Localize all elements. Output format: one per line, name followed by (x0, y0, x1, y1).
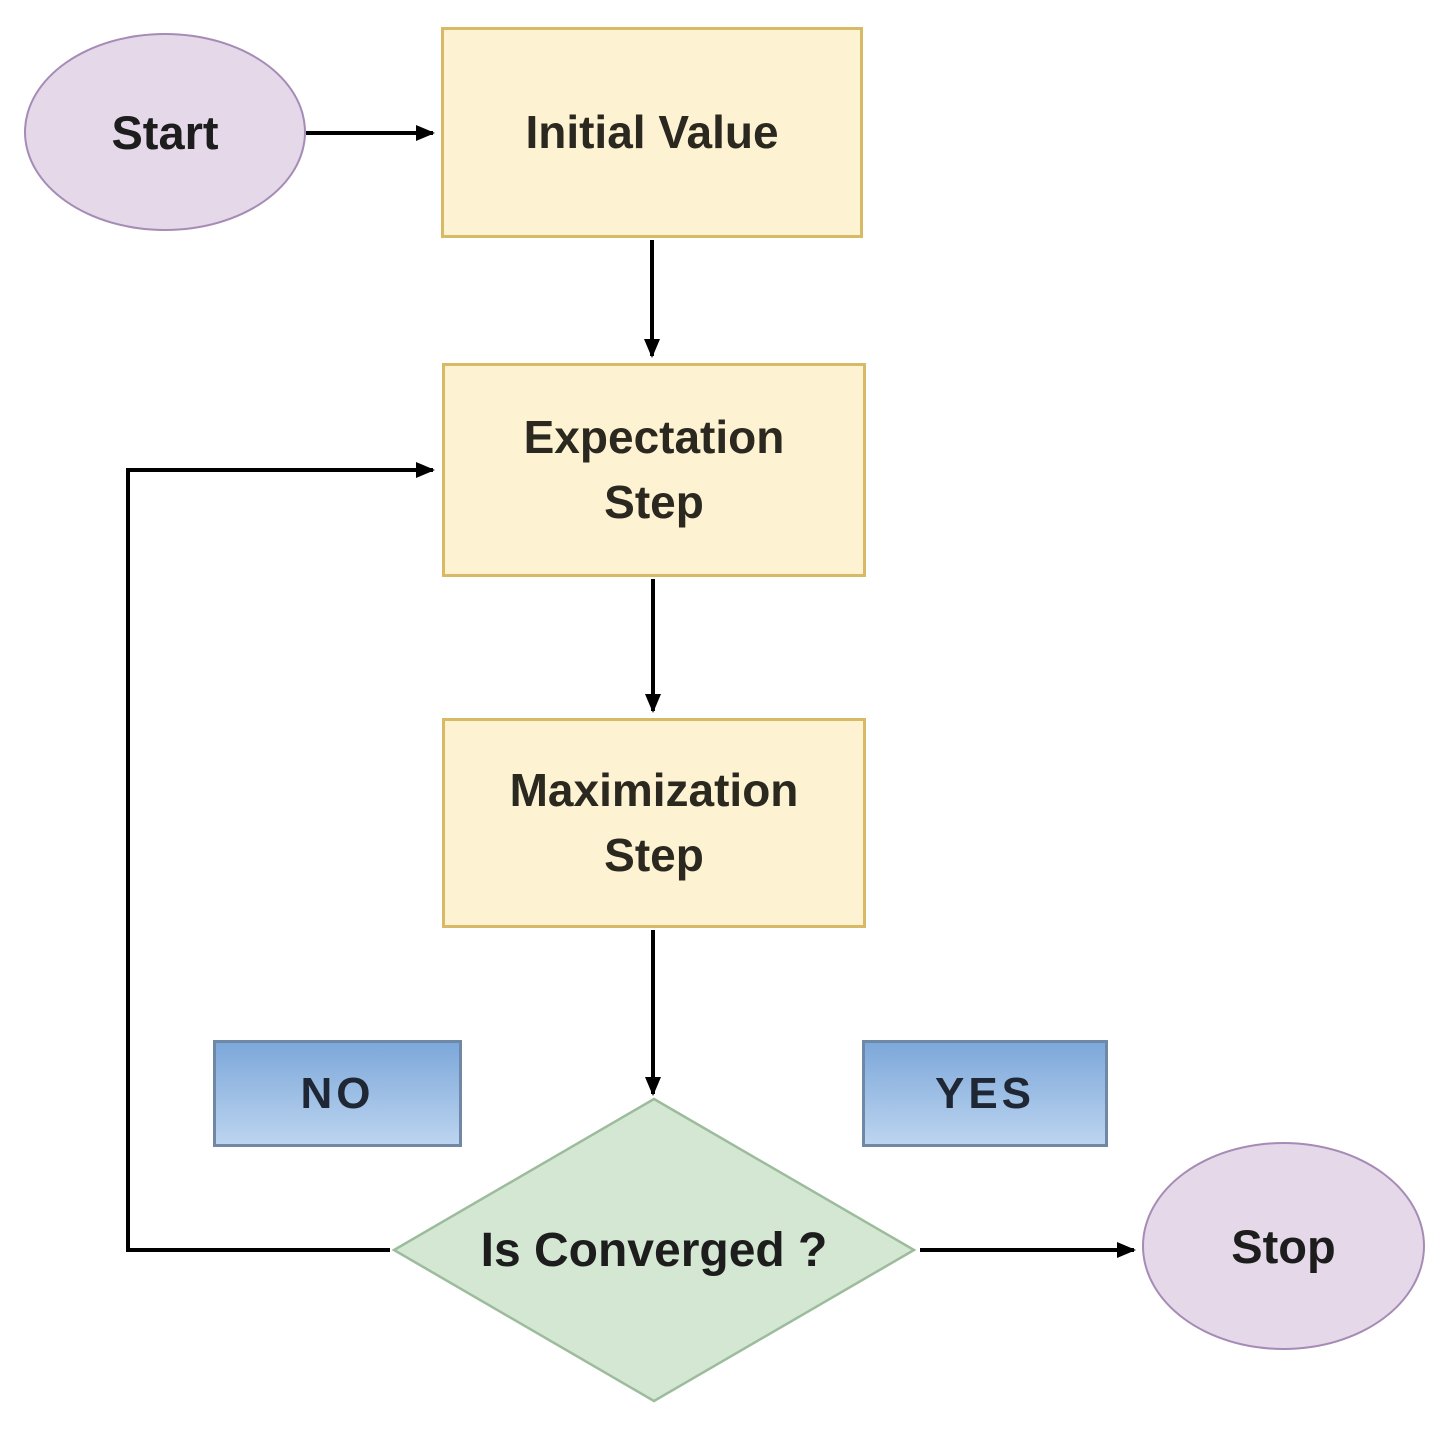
expectation-step-node: Expectation Step (442, 363, 866, 577)
start-node: Start (24, 33, 306, 231)
maximization-step-label: Maximization Step (509, 763, 799, 881)
yes-branch-label-box: YES (862, 1040, 1108, 1147)
stop-label: Stop (1231, 1219, 1336, 1273)
maximization-step-node: Maximization Step (442, 718, 866, 928)
start-label: Start (111, 105, 219, 159)
expectation-step-label: Expectation Step (523, 410, 785, 528)
initial-value-node: Initial Value (441, 27, 863, 238)
stop-node: Stop (1142, 1142, 1425, 1350)
initial-value-label: Initial Value (525, 105, 779, 158)
no-label: NO (300, 1068, 375, 1118)
decision-node-is-converged: Is Converged ? (384, 1093, 924, 1407)
decision-label: Is Converged ? (480, 1223, 828, 1277)
no-branch-label-box: NO (213, 1040, 462, 1147)
yes-label: YES (934, 1068, 1036, 1118)
decision-diamond-shape (391, 1097, 917, 1403)
